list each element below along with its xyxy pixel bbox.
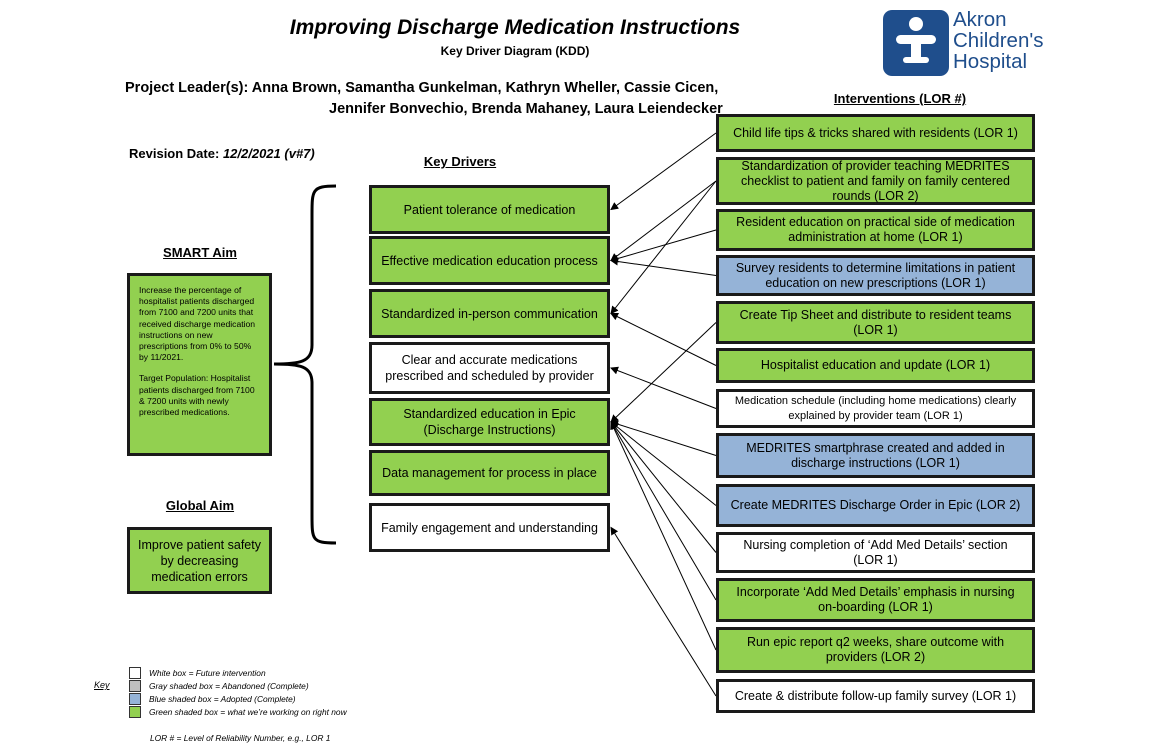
key-driver-label: Clear and accurate medications prescribe… bbox=[385, 353, 594, 383]
key-driver-label: Standardized education in Epic (Discharg… bbox=[403, 407, 576, 437]
key-driver-7: Family engagement and understanding bbox=[369, 503, 610, 552]
logo-line-1: Akron bbox=[953, 8, 1007, 31]
key-item-text: Gray shaded box = Abandoned (Complete) bbox=[149, 681, 309, 691]
connector-arrow-6 bbox=[610, 322, 717, 423]
key-item-text: Green shaded box = what we’re working on… bbox=[149, 707, 347, 717]
intervention-label: Medication schedule (including home medi… bbox=[734, 394, 1017, 422]
key-driver-label: Patient tolerance of medication bbox=[403, 202, 576, 217]
connector-arrow-4 bbox=[610, 229, 717, 263]
connector-arrow-5 bbox=[610, 257, 717, 276]
key-driver-label: Effective medication education process bbox=[381, 253, 598, 268]
intervention-11: Incorporate ‘Add Med Details’ emphasis i… bbox=[716, 578, 1035, 622]
intervention-label: Run epic report q2 weeks, share outcome … bbox=[746, 635, 1005, 664]
key-driver-1: Patient tolerance of medication bbox=[369, 185, 610, 234]
smart-aim-text: Increase the percentage of hospitalist p… bbox=[139, 285, 256, 363]
intervention-7: Medication schedule (including home medi… bbox=[716, 389, 1035, 428]
intervention-label: Nursing completion of ‘Add Med Details’ … bbox=[743, 537, 1008, 567]
intervention-label: Standardization of provider teaching MED… bbox=[741, 158, 1010, 203]
logo-line-3: Hospital bbox=[953, 50, 1028, 73]
key-label: Key bbox=[94, 680, 110, 690]
connector-arrow-11 bbox=[610, 421, 717, 553]
key-item-text: White box = Future intervention bbox=[149, 668, 266, 678]
key-driver-2: Effective medication education process bbox=[369, 236, 610, 285]
key-driver-3: Standardized in-person communication bbox=[369, 289, 610, 338]
intervention-label: Create MEDRITES Discharge Order in Epic … bbox=[730, 498, 1021, 512]
interventions-heading: Interventions (LOR #) bbox=[833, 91, 967, 106]
connector-arrow-13 bbox=[610, 421, 717, 651]
intervention-label: Hospitalist education and update (LOR 1) bbox=[760, 358, 991, 372]
revision-value: 12/2/2021 (v#7) bbox=[222, 146, 315, 161]
smart-aim-heading: SMART Aim bbox=[163, 245, 237, 260]
intervention-label: Child life tips & tricks shared with res… bbox=[733, 125, 1018, 140]
key-driver-6: Data management for process in place bbox=[369, 450, 610, 496]
page-title: Improving Discharge Medication Instructi… bbox=[289, 16, 741, 39]
intervention-8: MEDRITES smartphrase created and added i… bbox=[716, 433, 1035, 478]
project-leaders-line-2: Jennifer Bonvechio, Brenda Mahaney, Laur… bbox=[329, 101, 723, 117]
smart-aim-target: Target Population: Hospitalist patients … bbox=[139, 373, 255, 418]
key-driver-label: Standardized in-person communication bbox=[381, 306, 598, 321]
lor-note: LOR # = Level of Reliability Number, e.g… bbox=[150, 733, 331, 743]
key-drivers-heading: Key Drivers bbox=[423, 154, 497, 169]
intervention-label: Survey residents to determine limitation… bbox=[735, 260, 1016, 290]
intervention-3: Resident education on practical side of … bbox=[716, 209, 1035, 251]
connector-arrow-3 bbox=[610, 180, 717, 315]
blue-swatch-icon bbox=[129, 693, 141, 705]
revision-date: Revision Date: 12/2/2021 (v#7) bbox=[129, 146, 315, 161]
global-aim-heading: Global Aim bbox=[165, 498, 235, 513]
key-item-gray: Gray shaded box = Abandoned (Complete) bbox=[129, 680, 309, 692]
revision-label: Revision Date: bbox=[129, 146, 220, 161]
key-driver-5: Standardized education in Epic (Discharg… bbox=[369, 398, 610, 446]
key-item-green: Green shaded box = what we’re working on… bbox=[129, 706, 347, 718]
intervention-label: Create & distribute follow-up family sur… bbox=[734, 688, 1017, 703]
intervention-5: Create Tip Sheet and distribute to resid… bbox=[716, 301, 1035, 344]
connector-arrow-2 bbox=[610, 180, 717, 262]
intervention-label: Resident education on practical side of … bbox=[736, 215, 1015, 244]
intervention-4: Survey residents to determine limitation… bbox=[716, 255, 1035, 296]
gray-swatch-icon bbox=[129, 680, 141, 692]
key-item-white: White box = Future intervention bbox=[129, 667, 266, 679]
hospital-logo-icon bbox=[883, 10, 949, 76]
page-subtitle: Key Driver Diagram (KDD) bbox=[440, 44, 590, 58]
intervention-label: Create Tip Sheet and distribute to resid… bbox=[739, 307, 1012, 337]
smart-aim-box: Increase the percentage of hospitalist p… bbox=[127, 273, 272, 456]
connector-arrow-12 bbox=[610, 421, 717, 601]
intervention-13: Create & distribute follow-up family sur… bbox=[716, 679, 1035, 713]
white-swatch-icon bbox=[129, 667, 141, 679]
intervention-6: Hospitalist education and update (LOR 1) bbox=[716, 348, 1035, 383]
key-driver-label: Family engagement and understanding bbox=[381, 520, 598, 535]
key-driver-4: Clear and accurate medications prescribe… bbox=[369, 342, 610, 394]
key-driver-label: Data management for process in place bbox=[382, 466, 597, 480]
connector-arrow-9 bbox=[610, 420, 717, 456]
intervention-2: Standardization of provider teaching MED… bbox=[716, 157, 1035, 205]
connector-arrow-1 bbox=[610, 132, 717, 211]
hospital-logo-text: Akron Children's Hospital bbox=[953, 9, 1044, 72]
global-aim-box: Improve patient safety by decreasing med… bbox=[127, 527, 272, 594]
key-item-text: Blue shaded box = Adopted (Complete) bbox=[149, 694, 296, 704]
green-swatch-icon bbox=[129, 706, 141, 718]
intervention-9: Create MEDRITES Discharge Order in Epic … bbox=[716, 484, 1035, 527]
intervention-label: Incorporate ‘Add Med Details’ emphasis i… bbox=[736, 585, 1015, 614]
intervention-12: Run epic report q2 weeks, share outcome … bbox=[716, 627, 1035, 673]
intervention-label: MEDRITES smartphrase created and added i… bbox=[746, 440, 1005, 470]
connector-arrow-14 bbox=[610, 526, 717, 697]
project-leaders-line-1: Project Leader(s): Anna Brown, Samantha … bbox=[125, 80, 719, 96]
key-item-blue: Blue shaded box = Adopted (Complete) bbox=[129, 693, 296, 705]
connector-arrow-10 bbox=[610, 421, 717, 506]
connector-arrow-7 bbox=[610, 313, 717, 366]
intervention-10: Nursing completion of ‘Add Med Details’ … bbox=[716, 532, 1035, 573]
connector-arrow-8 bbox=[610, 366, 717, 409]
logo-line-2: Children's bbox=[953, 29, 1044, 52]
intervention-1: Child life tips & tricks shared with res… bbox=[716, 114, 1035, 152]
